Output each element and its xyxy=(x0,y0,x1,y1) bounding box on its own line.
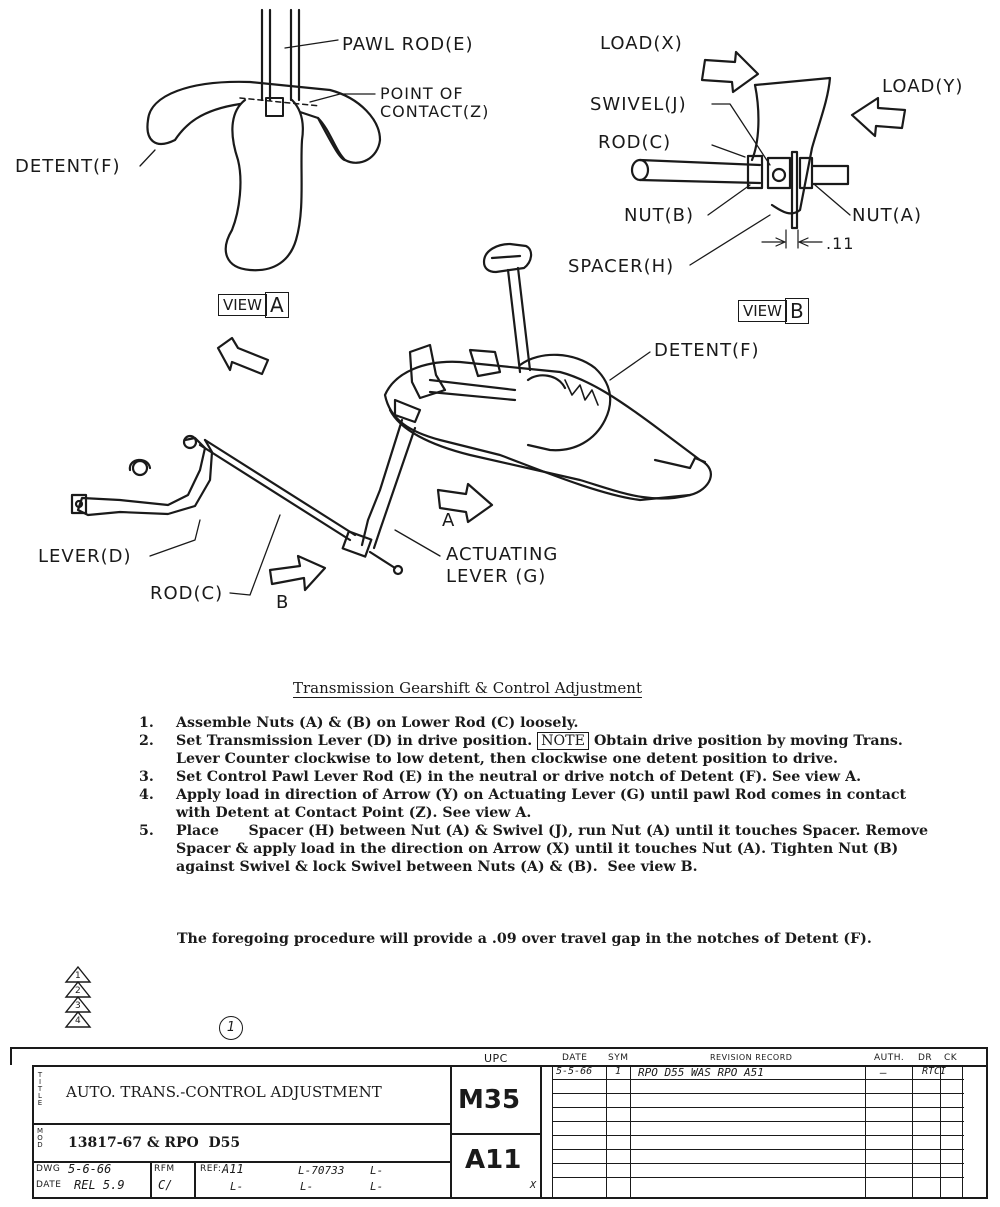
view-a-drawing xyxy=(146,8,382,272)
rev-header-record: REVISION RECORD xyxy=(710,1053,793,1062)
step-2: 2. Set Transmission Lever (D) in drive po… xyxy=(139,732,939,768)
step-1: 1. Assemble Nuts (A) & (B) on Lower Rod (… xyxy=(139,714,939,732)
rev-header-ck: CK xyxy=(944,1053,958,1063)
rev-entry-sym: 1 xyxy=(615,1066,622,1077)
nut-b-label: NUT(B) xyxy=(624,205,695,226)
view-b-drawing xyxy=(630,50,907,249)
rev-header-dr: DR xyxy=(918,1053,933,1063)
ref-label: REF: xyxy=(200,1164,222,1174)
gap-dimension-label: .11 xyxy=(826,234,855,253)
ref-value: A11 xyxy=(222,1162,244,1176)
point-of-contact-label-2: CONTACT(Z) xyxy=(380,102,490,121)
step-text: Apply load in direction of Arrow (Y) on … xyxy=(176,787,907,821)
document-title: Transmission Gearshift & Control Adjustm… xyxy=(293,679,642,697)
revision-mark-2: 2 xyxy=(75,986,81,996)
rev-header-auth: AUTH. xyxy=(874,1053,905,1063)
ref-l5: L- xyxy=(370,1180,384,1193)
step-number: 1. xyxy=(139,715,154,731)
actuating-lever-label-1: ACTUATING xyxy=(446,544,559,565)
spacer-label: SPACER(H) xyxy=(568,256,675,277)
actuating-lever-label-2: LEVER (G) xyxy=(446,566,547,587)
side-mod-label: MOD xyxy=(36,1127,44,1148)
revision-triangles: 1 2 3 4 xyxy=(64,965,92,1032)
lever-d-label: LEVER(D) xyxy=(38,546,132,567)
upc-header: UPC xyxy=(484,1052,508,1065)
rod-c-label-view-b: ROD(C) xyxy=(598,132,672,153)
shifter-assembly xyxy=(70,242,712,592)
dwg-label: DWG xyxy=(36,1164,61,1174)
ref-l3: L- xyxy=(230,1180,244,1193)
drawing-model: 13817-67 & RPO D55 xyxy=(68,1135,241,1151)
detent-label-main: DETENT(F) xyxy=(654,340,760,361)
rev-header-date: DATE xyxy=(562,1053,588,1063)
title-block: TITLE MOD AUTO. TRANS.-CONTROL ADJUSTMEN… xyxy=(10,1047,988,1199)
arrow-b-label: B xyxy=(276,592,290,613)
ref-l4: L- xyxy=(300,1180,314,1193)
step-text: Set Control Pawl Lever Rod (E) in the ne… xyxy=(176,769,862,785)
step-4: 4. Apply load in direction of Arrow (Y) o… xyxy=(139,786,939,822)
rev-entry-date: 5-5-66 xyxy=(556,1066,593,1077)
rev-entry-auth: — xyxy=(880,1066,887,1079)
swivel-label: SWIVEL(J) xyxy=(590,94,687,115)
ref-l1: L-70733 xyxy=(298,1164,345,1177)
procedure-steps: 1. Assemble Nuts (A) & (B) on Lower Rod (… xyxy=(139,714,939,876)
rev-header-sym: SYM xyxy=(608,1053,629,1063)
step-number: 3. xyxy=(139,769,154,785)
step-text: Set Transmission Lever (D) in drive posi… xyxy=(176,733,533,749)
date-value: REL 5.9 xyxy=(74,1178,125,1192)
arrow-a-label: A xyxy=(442,510,456,531)
rev-entry-record: RPO D55 WAS RPO A51 xyxy=(638,1066,764,1079)
step-text: Place Spacer (H) between Nut (A) & Swive… xyxy=(176,823,933,875)
view-a-letter: A xyxy=(265,292,289,318)
upc-bottom-code: A11 xyxy=(465,1145,522,1175)
view-b-letter: B xyxy=(785,298,809,324)
step-number: 4. xyxy=(139,787,154,803)
side-title-label: TITLE xyxy=(36,1071,44,1106)
view-b-word: VIEW xyxy=(738,300,787,322)
step-3: 3. Set Control Pawl Lever Rod (E) in the … xyxy=(139,768,939,786)
step-text: Assemble Nuts (A) & (B) on Lower Rod (C)… xyxy=(176,715,579,731)
date-label: DATE xyxy=(36,1180,62,1190)
upc-top-code: M35 xyxy=(458,1085,521,1115)
rfm-label: RFM xyxy=(154,1164,175,1174)
revision-mark-4: 4 xyxy=(75,1016,81,1026)
revision-circle: 1 xyxy=(219,1016,243,1040)
point-of-contact-label-1: POINT OF xyxy=(380,84,464,103)
revision-mark-3: 3 xyxy=(75,1001,81,1011)
load-y-label: LOAD(Y) xyxy=(882,76,964,97)
corner-mark: X xyxy=(530,1180,537,1191)
detent-label-view-a: DETENT(F) xyxy=(15,156,121,177)
rfm-value: C/ xyxy=(158,1178,173,1192)
nut-a-label: NUT(A) xyxy=(852,205,922,226)
view-a-word: VIEW xyxy=(218,294,267,316)
rod-c-label-main: ROD(C) xyxy=(150,583,224,604)
rev-entry-dr-ck: RTCI xyxy=(922,1066,947,1077)
footnote: The foregoing procedure will provide a .… xyxy=(177,931,872,947)
pawl-rod-label: PAWL ROD(E) xyxy=(342,34,474,55)
step-number: 2. xyxy=(139,733,154,749)
note-box: NOTE xyxy=(537,732,589,750)
diagram-artwork xyxy=(70,8,907,596)
step-text-continued: Obtain drive position by moving Trans. L… xyxy=(176,733,903,767)
step-5: 5. Place Spacer (H) between Nut (A) & Swi… xyxy=(139,822,939,876)
revision-mark-1: 1 xyxy=(75,971,81,981)
dwg-value: 5-6-66 xyxy=(68,1162,112,1176)
step-number: 5. xyxy=(139,823,154,839)
ref-l2: L- xyxy=(370,1164,384,1177)
load-x-label: LOAD(X) xyxy=(600,33,683,54)
drawing-title: AUTO. TRANS.-CONTROL ADJUSTMENT xyxy=(66,1083,382,1101)
